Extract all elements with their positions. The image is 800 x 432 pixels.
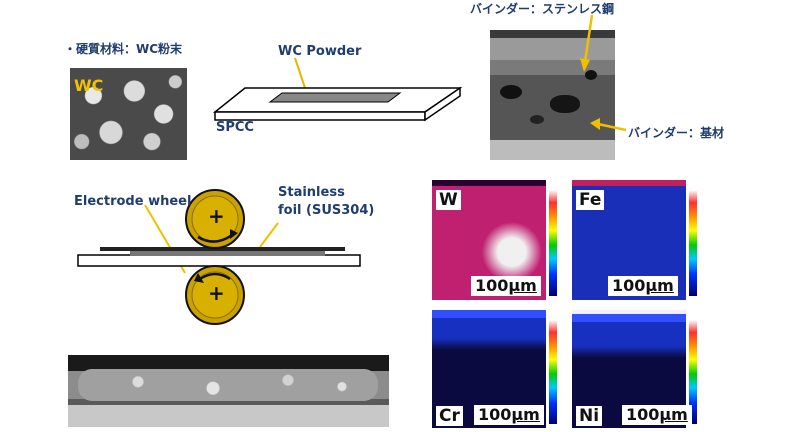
map-cr-legend bbox=[546, 310, 570, 428]
binder-arrows bbox=[580, 14, 627, 132]
map-cr-label: Cr bbox=[436, 406, 463, 426]
map-ni-label: Ni bbox=[576, 406, 603, 426]
spcc-sheet-side bbox=[214, 111, 426, 121]
map-ni-scale-unit: μm bbox=[659, 405, 688, 424]
seam-welding-diagram bbox=[77, 189, 361, 325]
powder-layer bbox=[130, 251, 325, 256]
map-cr-scale-value: 100 bbox=[478, 405, 512, 424]
map-w-scalebar: 100μm bbox=[471, 276, 541, 296]
map-ni-scale-value: 100 bbox=[626, 405, 660, 424]
map-fe-scalebar: 100μm bbox=[608, 276, 678, 296]
map-fe-scale-value: 100 bbox=[612, 276, 646, 295]
binder-base-label: バインダー：基材 bbox=[628, 126, 725, 140]
wc-powder-label: WC Powder bbox=[278, 44, 362, 59]
plate-diagram bbox=[212, 57, 463, 122]
map-fe-legend bbox=[686, 180, 710, 300]
spcc-label: SPCC bbox=[216, 120, 254, 135]
bottom-wheel-plus: + bbox=[208, 281, 225, 305]
stainless-foil-label-2: foil (SUS304) bbox=[278, 203, 375, 218]
base-sheet bbox=[77, 254, 361, 267]
spcc-sheet-edge bbox=[424, 86, 461, 122]
wc-sem-label: WC bbox=[74, 76, 104, 95]
top-rotation-arrow bbox=[197, 233, 233, 243]
foil-leader bbox=[259, 222, 279, 248]
electrode-wheel-label: Electrode wheel bbox=[74, 194, 192, 209]
map-fe-scale-unit: μm bbox=[645, 276, 674, 295]
weld-bead-micrograph bbox=[68, 355, 389, 427]
map-cr-scale-unit: μm bbox=[511, 405, 540, 424]
map-ni-scalebar: 100μm bbox=[622, 405, 692, 425]
cross-section-micrograph bbox=[490, 30, 615, 160]
map-cr-scalebar: 100μm bbox=[474, 405, 544, 425]
map-w-scale-value: 100 bbox=[475, 276, 509, 295]
top-wheel-plus: + bbox=[208, 204, 225, 228]
wc-powder-sem-image: WC bbox=[70, 68, 187, 160]
map-w-label: W bbox=[436, 190, 461, 210]
map-w-scale-unit: μm bbox=[508, 276, 537, 295]
powder-leader-line bbox=[294, 57, 306, 89]
stainless-foil-label-1: Stainless bbox=[278, 185, 345, 200]
binder-stainless-label: バインダー：ステンレス鋼 bbox=[470, 2, 615, 16]
map-fe-label: Fe bbox=[576, 190, 605, 210]
foil-sheet bbox=[100, 247, 345, 251]
bottom-rotation-arrow bbox=[199, 272, 231, 281]
map-w-legend bbox=[546, 180, 570, 300]
wc-powder-strip bbox=[268, 92, 402, 103]
wc-material-label: ・硬質材料：WC粉末 bbox=[64, 42, 183, 56]
